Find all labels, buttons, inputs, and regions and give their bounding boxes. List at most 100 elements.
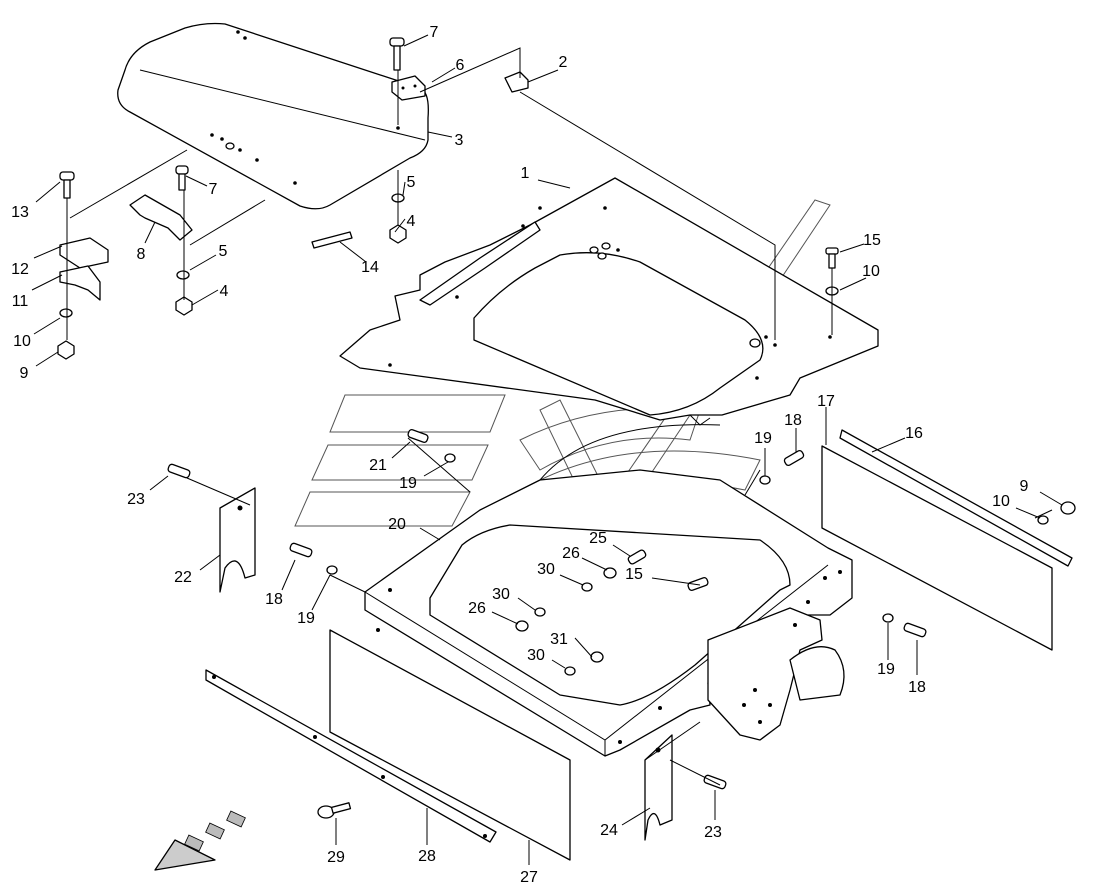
fasteners bbox=[57, 165, 1076, 819]
part-27-front-panel bbox=[329, 629, 571, 861]
callout: 18 bbox=[265, 559, 296, 608]
callout-number: 1 bbox=[521, 165, 530, 182]
part-5-washer bbox=[176, 270, 190, 280]
callout-leader-line bbox=[189, 254, 217, 271]
callout: 30 bbox=[527, 647, 566, 669]
part-30-washer-b bbox=[534, 607, 546, 617]
callout-number: 10 bbox=[992, 493, 1010, 510]
callout-leader-line bbox=[281, 559, 296, 591]
callout-leader-line bbox=[574, 637, 593, 658]
part-7-bolt bbox=[175, 165, 189, 191]
callout: 19 bbox=[754, 430, 772, 476]
callout-number: 30 bbox=[492, 586, 510, 603]
callout: 20 bbox=[388, 516, 441, 541]
callout-number: 20 bbox=[388, 516, 406, 533]
callout-leader-line bbox=[199, 554, 221, 571]
callout-leader-line bbox=[537, 179, 571, 189]
callout-leader-line bbox=[839, 243, 865, 253]
assembly-lines bbox=[66, 47, 1053, 786]
callout: 10 bbox=[992, 493, 1041, 519]
part-19-washer-d bbox=[882, 613, 894, 623]
part-9-nut-b bbox=[1060, 501, 1076, 515]
callout-number: 30 bbox=[527, 647, 545, 664]
callout: 18 bbox=[784, 412, 802, 452]
callout-number: 19 bbox=[754, 430, 772, 447]
callout-leader-line bbox=[871, 437, 906, 453]
callout: 26 bbox=[562, 545, 608, 571]
callout: 22 bbox=[174, 554, 221, 586]
part-21-bolt bbox=[407, 429, 429, 443]
part-2-plate bbox=[504, 71, 529, 93]
callout-leader-line bbox=[581, 557, 608, 571]
callout: 28 bbox=[418, 808, 436, 865]
callout: 2 bbox=[527, 54, 568, 83]
callout-leader-line bbox=[621, 807, 651, 826]
callout: 9 bbox=[1020, 478, 1063, 506]
callout: 5 bbox=[189, 243, 228, 271]
part-7-bolt-top bbox=[389, 37, 405, 71]
part-24-side-shield bbox=[644, 734, 673, 841]
callout-number: 16 bbox=[905, 425, 923, 442]
callout-leader-line bbox=[191, 289, 219, 306]
callout: 11 bbox=[12, 274, 63, 310]
callout-leader-line bbox=[1039, 491, 1063, 506]
callout-number: 7 bbox=[430, 24, 439, 41]
callout-number: 28 bbox=[418, 848, 436, 865]
callout-leader-line bbox=[33, 245, 63, 259]
callout-number: 15 bbox=[863, 232, 881, 249]
callout-number: 3 bbox=[455, 132, 464, 149]
callout-number: 23 bbox=[127, 491, 145, 508]
callout-number: 9 bbox=[20, 365, 29, 382]
part-15-bolt bbox=[825, 247, 839, 269]
callout-number: 2 bbox=[559, 54, 568, 71]
callout-number: 18 bbox=[265, 591, 283, 608]
callout: 4 bbox=[191, 283, 229, 306]
callout-number: 11 bbox=[12, 293, 29, 310]
callout: 5 bbox=[402, 174, 416, 196]
callout-number: 10 bbox=[13, 333, 31, 350]
part-19-washer bbox=[759, 475, 771, 485]
callout: 29 bbox=[327, 818, 345, 866]
callout-leader-line bbox=[551, 659, 566, 669]
callout: 21 bbox=[369, 441, 411, 474]
callout-number: 4 bbox=[407, 213, 416, 230]
callout-number: 24 bbox=[600, 822, 618, 839]
callout-number: 13 bbox=[11, 204, 29, 221]
part-15-bolt-b bbox=[687, 577, 709, 591]
callout-number: 22 bbox=[174, 569, 192, 586]
callout: 17 bbox=[817, 393, 835, 445]
callout-number: 7 bbox=[209, 181, 218, 198]
callout-leader-line bbox=[35, 181, 61, 203]
callout-leader-line bbox=[419, 527, 441, 541]
callout-number: 21 bbox=[369, 457, 387, 474]
callout: 30 bbox=[537, 561, 584, 586]
callout-number: 19 bbox=[297, 610, 315, 627]
callout-leader-line bbox=[651, 577, 701, 586]
callout-number: 5 bbox=[407, 174, 416, 191]
callout: 6 bbox=[431, 57, 465, 83]
callout: 13 bbox=[11, 181, 61, 221]
part-16-right-strip bbox=[839, 429, 1073, 567]
callout: 19 bbox=[297, 574, 331, 627]
direction-arrow-icon bbox=[154, 810, 246, 871]
callout: 8 bbox=[137, 221, 156, 263]
callout-number: 27 bbox=[520, 869, 538, 886]
part-19-washer-c bbox=[326, 565, 338, 575]
callout: 3 bbox=[427, 131, 464, 149]
part-18-bolt bbox=[783, 449, 805, 467]
callout-leader-line bbox=[339, 241, 367, 263]
callout-number: 6 bbox=[456, 57, 465, 74]
callout-leader-line bbox=[402, 181, 406, 196]
part-18-bolt-c bbox=[903, 622, 927, 638]
callout-number: 5 bbox=[219, 243, 228, 260]
callout: 7 bbox=[403, 24, 439, 47]
callout-leader-line bbox=[517, 597, 536, 611]
callouts: 1234455677899101010111213141515161718181… bbox=[11, 24, 1063, 886]
callout: 15 bbox=[839, 232, 881, 253]
callout: 24 bbox=[600, 807, 651, 839]
part-31-nut bbox=[590, 651, 604, 663]
callout-leader-line bbox=[527, 69, 559, 83]
callout-number: 19 bbox=[877, 661, 895, 678]
